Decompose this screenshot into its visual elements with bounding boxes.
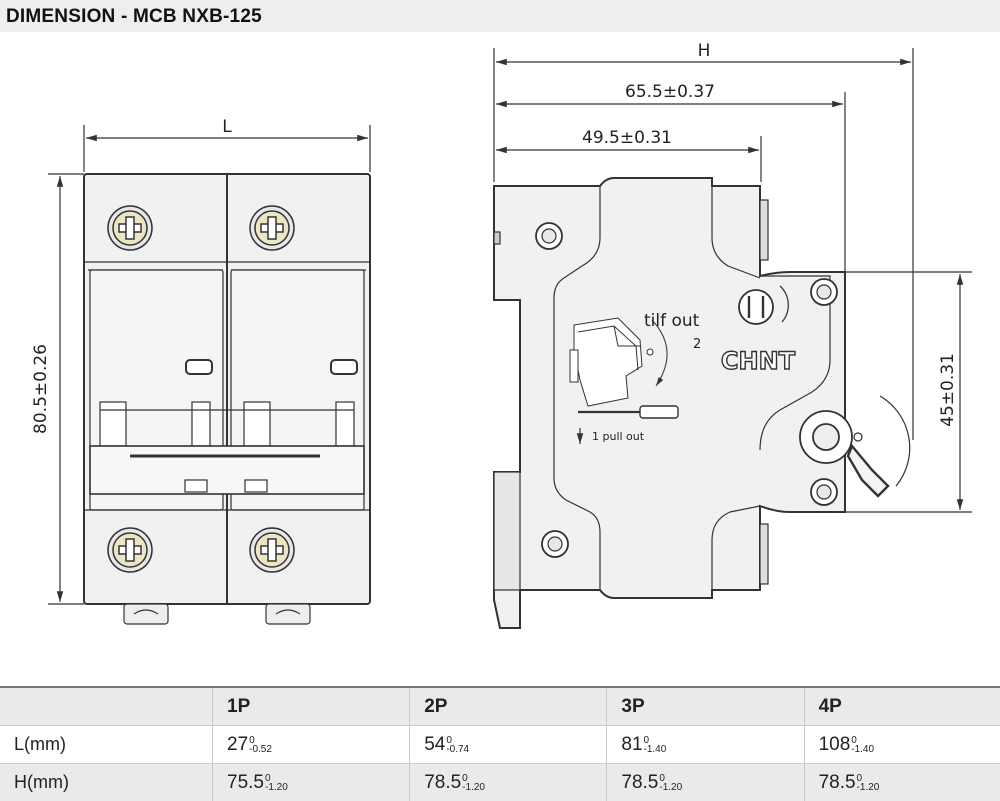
table-header-cell: 2P [410,687,607,726]
depth-65-label: 65.5±0.37 [625,82,715,102]
table-header-cell: 4P [804,687,1000,726]
front-view [48,125,370,624]
page-title: DIMENSION - MCB NXB-125 [6,6,262,28]
tilt-step-label: 2 [693,337,701,352]
tilt-out-label: tilf out [644,311,700,331]
width-label: L [222,117,232,137]
total-depth-label: H [698,41,711,61]
title-bar: DIMENSION - MCB NXB-125 [0,0,1000,32]
height-label: 80.5±0.26 [31,344,51,434]
row-label: L(mm) [0,726,213,764]
depth-49-label: 49.5±0.31 [582,128,672,148]
side-view [494,48,972,628]
table-header-row: 1P 2P 3P 4P [0,687,1000,726]
brand-logo: CHNT [721,347,796,375]
table-header-cell [0,687,213,726]
table-header-cell: 1P [213,687,410,726]
table-header-cell: 3P [607,687,804,726]
row-label: H(mm) [0,764,213,801]
pull-out-label: 1 pull out [592,430,645,443]
rail-height-label: 45±0.31 [938,353,958,427]
dimension-drawing: L 80.5±0.26 [0,32,1000,642]
